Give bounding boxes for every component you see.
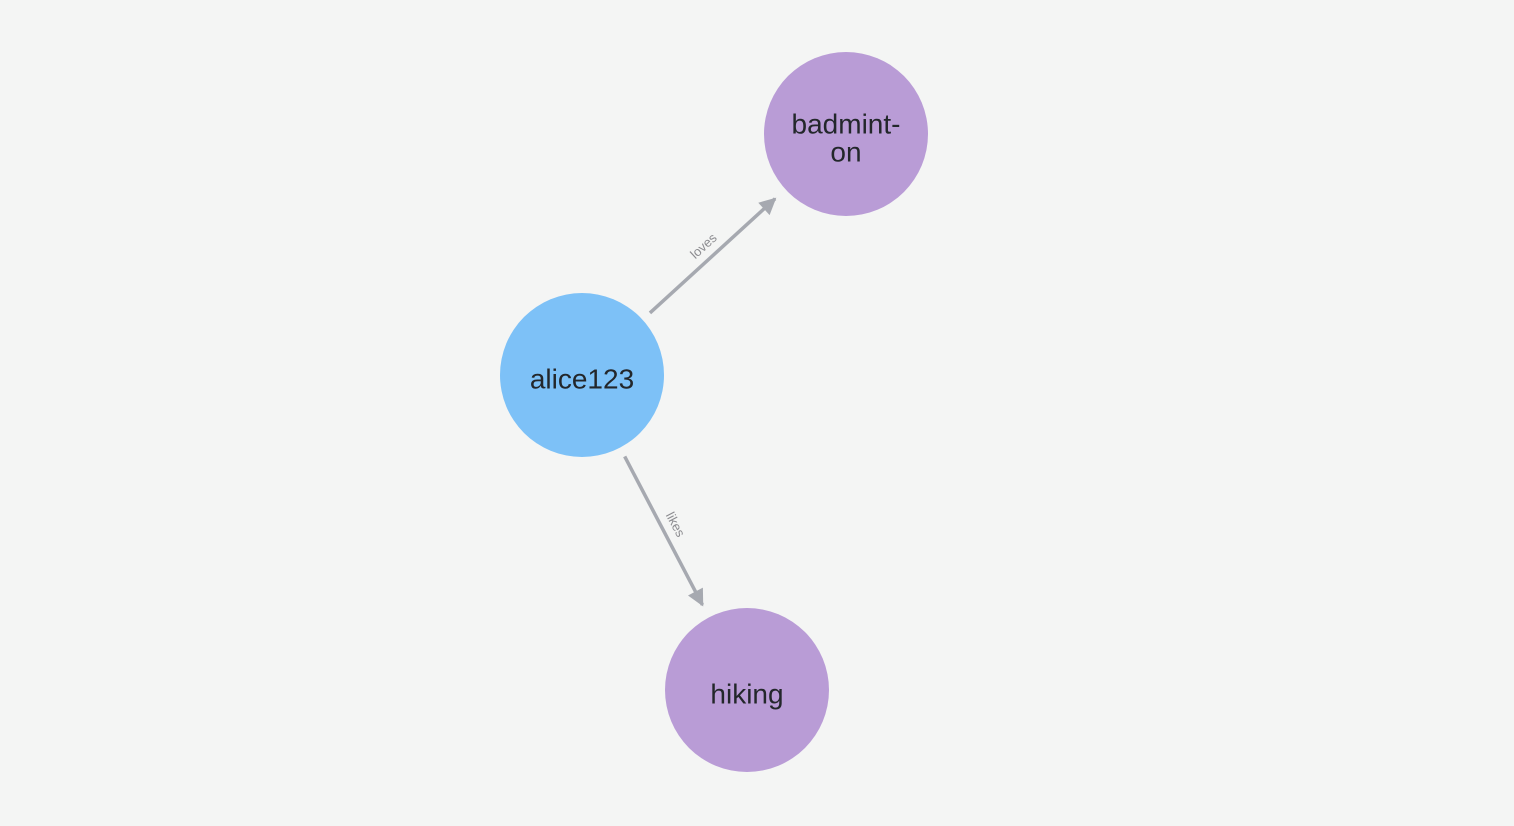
edge-loves-alice123-badminton[interactable] [648,197,777,315]
edge-label-loves: loves [687,230,720,262]
edge-likes-alice123-hiking[interactable] [623,455,705,607]
graph-node-hiking[interactable] [665,608,829,772]
graph-node-badminton[interactable] [764,52,928,216]
graph-node-alice123[interactable] [500,293,664,457]
